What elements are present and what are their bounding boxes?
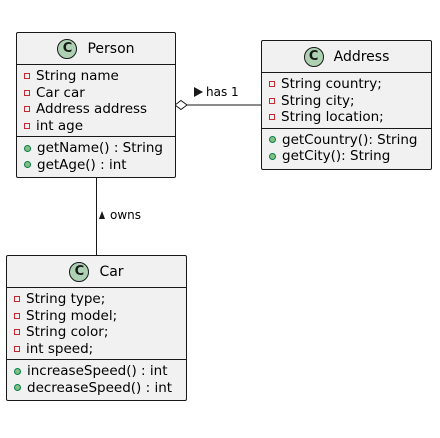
private-visibility-icon: [269, 81, 275, 88]
private-visibility-icon: [24, 106, 30, 113]
field: Address address: [17, 101, 175, 118]
class-person[interactable]: C Person String name Car car Address add…: [16, 32, 176, 178]
person-address-label: has 1: [194, 85, 239, 99]
private-visibility-icon: [269, 97, 275, 104]
class-icon: C: [69, 261, 90, 282]
field: String type;: [7, 291, 186, 308]
public-visibility-icon: [269, 152, 276, 160]
public-visibility-icon: [24, 144, 31, 152]
method: getCity(): String: [262, 148, 431, 165]
class-person-name: Person: [87, 40, 135, 57]
class-address-name: Address: [333, 48, 390, 65]
public-visibility-icon: [14, 367, 21, 375]
private-visibility-icon: [14, 329, 20, 336]
person-car-label: owns: [99, 208, 141, 222]
person-address-label-text: has 1: [206, 85, 239, 99]
class-car[interactable]: C Car String type; String model; String …: [6, 255, 187, 401]
private-visibility-icon: [14, 296, 20, 303]
triangle-right-icon: [194, 87, 203, 97]
public-visibility-icon: [269, 136, 276, 144]
field: String city;: [262, 93, 431, 110]
method: getAge() : int: [17, 157, 175, 174]
method: getCountry(): String: [262, 132, 431, 149]
triangle-up-icon: [99, 211, 105, 219]
method: getName() : String: [17, 140, 175, 157]
class-person-methods: getName() : String getAge() : int: [17, 137, 175, 175]
class-address-methods: getCountry(): String getCity(): String: [262, 129, 431, 167]
public-visibility-icon: [14, 384, 21, 392]
private-visibility-icon: [269, 114, 275, 121]
person-car-label-text: owns: [110, 208, 142, 222]
private-visibility-icon: [24, 73, 30, 80]
field: int speed;: [7, 341, 186, 358]
field: String color;: [7, 324, 186, 341]
class-car-fields: String type; String model; String color;…: [7, 288, 186, 360]
private-visibility-icon: [24, 89, 30, 96]
class-person-fields: String name Car car Address address int …: [17, 65, 175, 137]
class-car-header: C Car: [7, 256, 186, 288]
class-person-header: C Person: [17, 33, 175, 65]
field: String name: [17, 68, 175, 85]
field: int age: [17, 118, 175, 135]
class-car-methods: increaseSpeed() : int decreaseSpeed() : …: [7, 360, 186, 398]
field: Car car: [17, 85, 175, 102]
field: String model;: [7, 308, 186, 325]
field: String country;: [262, 76, 431, 93]
public-visibility-icon: [24, 161, 31, 169]
private-visibility-icon: [14, 345, 20, 352]
class-address-fields: String country; String city; String loca…: [262, 73, 431, 129]
field: String location;: [262, 109, 431, 126]
class-address[interactable]: C Address String country; String city; S…: [261, 40, 432, 170]
method: increaseSpeed() : int: [7, 363, 186, 380]
class-car-name: Car: [99, 263, 124, 280]
private-visibility-icon: [14, 312, 20, 319]
class-address-header: C Address: [262, 41, 431, 73]
aggregation-diamond-icon: [174, 99, 188, 111]
class-icon: C: [303, 46, 324, 67]
class-icon: C: [57, 38, 78, 59]
private-visibility-icon: [24, 122, 30, 129]
method: decreaseSpeed() : int: [7, 380, 186, 397]
